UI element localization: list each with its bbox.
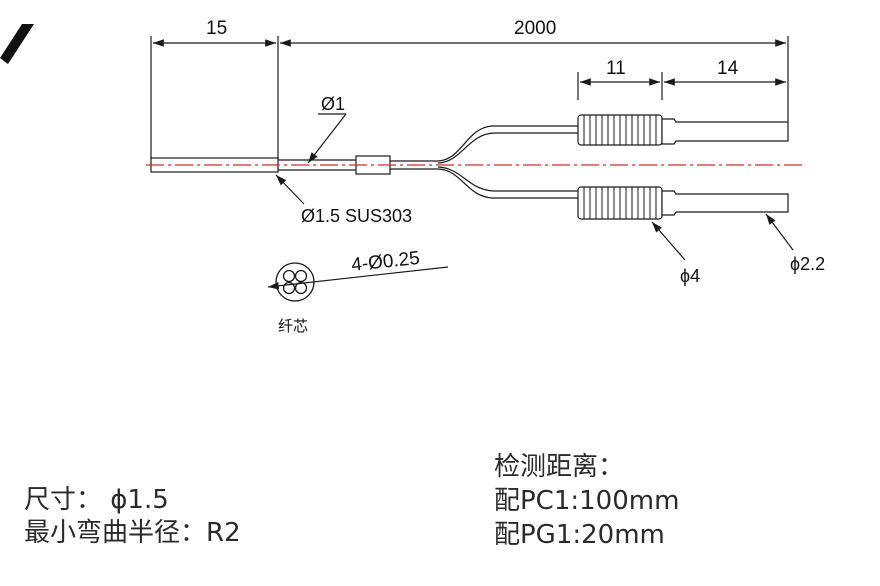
upper-knurled-nut — [577, 114, 789, 146]
dim-tip-text: 14 — [717, 58, 739, 79]
spec-bend-radius: 最小弯曲半径：R2 — [24, 518, 241, 548]
split-cables — [437, 125, 578, 199]
lower-knurled-nut — [577, 186, 789, 220]
extension-lines — [150, 36, 789, 160]
label-core-caption: 纤芯 — [278, 318, 308, 335]
detect-pc1: 配PC1:100mm — [494, 486, 680, 516]
leader-cable-dia — [765, 213, 794, 251]
leader-nut-dia — [651, 221, 686, 261]
corner-mark — [0, 24, 34, 64]
dimension-lines — [153, 39, 786, 86]
leader-cores — [267, 266, 449, 290]
leader-sleeve — [275, 174, 305, 205]
dim-total-text: 2000 — [514, 18, 556, 39]
label-inner-dia: Ø1 — [321, 94, 345, 114]
dim-left-text: 15 — [206, 18, 227, 39]
spec-size: 尺寸： ϕ1.5 — [24, 485, 169, 515]
dim-knurl-text: 11 — [606, 58, 626, 79]
detect-pg1: 配PG1:20mm — [494, 520, 665, 550]
label-cable-dia: ϕ2.2 — [790, 254, 825, 274]
label-sleeve: Ø1.5 SUS303 — [301, 206, 412, 226]
label-nut-dia: ϕ4 — [680, 266, 700, 286]
fiber-core-section — [275, 262, 315, 302]
detect-title: 检测距离： — [494, 452, 625, 482]
leader-inner-dia — [307, 113, 347, 164]
